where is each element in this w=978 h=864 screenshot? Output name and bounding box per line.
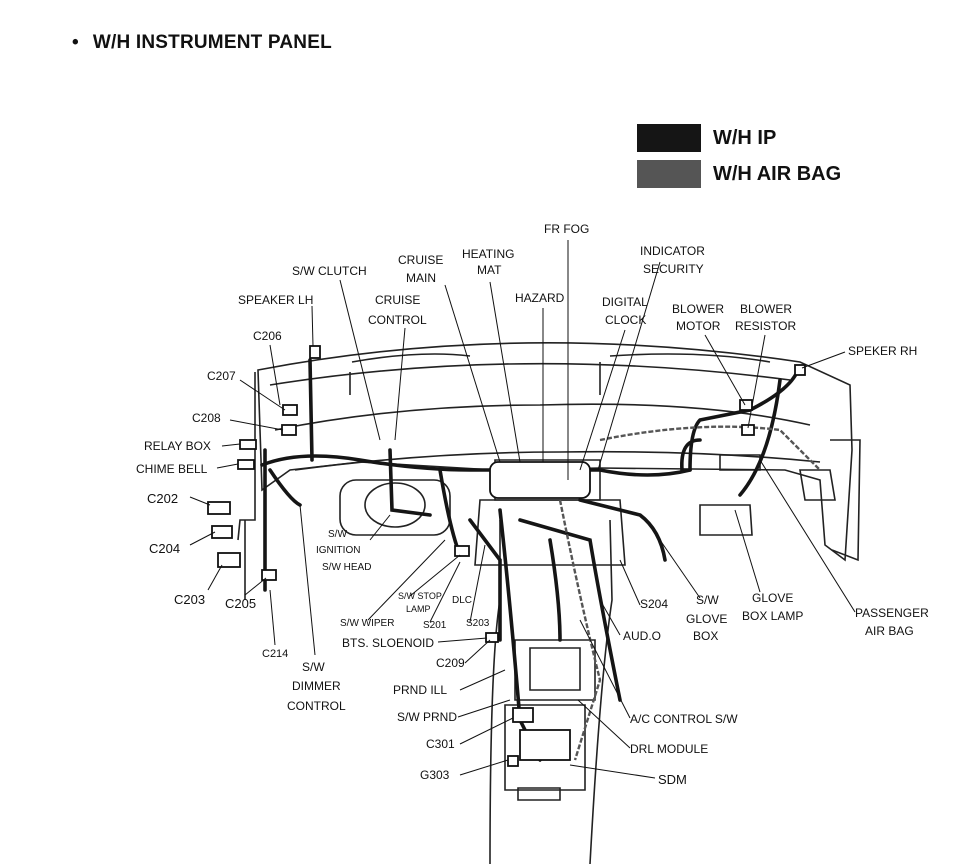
label-prnd-ill: PRND ILL [393, 683, 447, 697]
label-sw-clutch: S/W CLUTCH [292, 264, 367, 278]
connector-c207 [282, 404, 298, 416]
wh-air-bag-harness [558, 425, 821, 761]
label-fr-fog: FR FOG [544, 222, 589, 236]
label-blower-motor-2: MOTOR [676, 319, 721, 333]
label-passenger-2: AIR BAG [865, 624, 914, 638]
connector-speaker-rh [794, 364, 806, 376]
legend-item-wh-ip: W/H IP [637, 123, 776, 153]
label-glove-lamp-2: BOX LAMP [742, 609, 803, 623]
label-relay-box: RELAY BOX [144, 439, 211, 453]
label-cruise-main-1: CRUISE [398, 253, 443, 267]
legend-label-wh-air-bag: W/H AIR BAG [713, 162, 842, 185]
connector-relay-box [239, 439, 257, 450]
label-c301: C301 [426, 737, 455, 751]
label-ac-control: A/C CONTROL S/W [630, 712, 738, 726]
label-blower-resistor-1: BLOWER [740, 302, 792, 316]
label-digital: DIGITAL [602, 295, 648, 309]
connector-c204 [211, 525, 233, 539]
label-sw-stop-1: S/W STOP [398, 591, 442, 601]
label-c203: C203 [174, 592, 205, 607]
label-cruise-main-2: MAIN [406, 271, 436, 285]
label-dlc: DLC [452, 595, 472, 606]
label-clock: CLOCK [605, 313, 646, 327]
connector-speaker-lh [309, 345, 321, 359]
label-blower-resistor-2: RESISTOR [735, 319, 796, 333]
label-c205: C205 [225, 596, 256, 611]
label-sw-dimmer-2: DIMMER [292, 679, 341, 693]
label-c206: C206 [253, 329, 282, 343]
connector-blower-motor [739, 399, 753, 411]
label-s204: S204 [640, 597, 668, 611]
label-c214: C214 [262, 648, 288, 660]
label-hazard: HAZARD [515, 291, 565, 305]
connector-sdm [519, 729, 571, 761]
label-speaker-lh: SPEAKER LH [238, 293, 313, 307]
label-glove-lamp-1: GLOVE [752, 591, 793, 605]
label-audio: AUD.O [623, 629, 661, 643]
title-bullet: • [72, 32, 79, 53]
wh-ip-harness [260, 358, 800, 762]
connector-c202 [207, 501, 231, 515]
label-sw-dimmer-1: S/W [302, 660, 325, 674]
label-sw-head: S/W HEAD [322, 562, 371, 573]
connector-stop-lamp [454, 545, 470, 557]
label-s201: S201 [423, 620, 447, 631]
label-c204: C204 [149, 541, 180, 556]
connector-c301 [512, 707, 534, 723]
label-sw-stop-2: LAMP [406, 604, 431, 614]
label-c208: C208 [192, 411, 221, 425]
legend-swatch-wh-air-bag [637, 160, 701, 188]
label-indicator: INDICATOR [640, 244, 705, 258]
label-speker-rh: SPEKER RH [848, 344, 917, 358]
label-passenger-1: PASSENGER [855, 606, 929, 620]
connector-c208 [281, 424, 297, 436]
label-cruise-control-2: CONTROL [368, 313, 427, 327]
connector-c203 [217, 552, 241, 568]
label-heating: HEATING [462, 247, 514, 261]
label-sw-glove-1: S/W [696, 593, 719, 607]
label-s203: S203 [466, 618, 490, 629]
connector-block-center [489, 461, 591, 499]
label-c202: C202 [147, 491, 178, 506]
label-mat: MAT [477, 263, 502, 277]
connector-c209 [485, 632, 499, 643]
label-security: SECURITY [643, 262, 704, 276]
labels: FR FOG INDICATOR SECURITY HEATING MAT CR… [136, 222, 929, 787]
label-c209: C209 [436, 656, 465, 670]
page-title: • W/H INSTRUMENT PANEL [72, 32, 332, 54]
label-sw-glove-3: BOX [693, 629, 718, 643]
label-sw-dimmer-3: CONTROL [287, 699, 346, 713]
label-bts-solenoid: BTS. SLOENOID [342, 636, 434, 650]
label-c207: C207 [207, 369, 236, 383]
label-sw-glove-2: GLOVE [686, 612, 727, 626]
label-chime-bell: CHIME BELL [136, 462, 208, 476]
leader-lines [189, 240, 856, 779]
title-text: W/H INSTRUMENT PANEL [92, 32, 332, 53]
legend-swatch-wh-ip [637, 124, 701, 152]
label-sw-wiper: S/W WIPER [340, 618, 394, 629]
label-drl-module: DRL MODULE [630, 742, 708, 756]
connector-c205 [261, 569, 277, 581]
label-sw-prnd: S/W PRND [397, 710, 457, 724]
label-blower-motor-1: BLOWER [672, 302, 724, 316]
connector-blower-resistor [741, 424, 755, 436]
connector-chime-bell [237, 459, 255, 470]
label-cruise-control-1: CRUISE [375, 293, 420, 307]
legend-label-wh-ip: W/H IP [713, 126, 777, 149]
label-g303: G303 [420, 768, 450, 782]
connectors [207, 345, 806, 767]
label-sdm: SDM [658, 772, 687, 787]
label-sw-ignition-1: S/W [328, 529, 347, 540]
legend-item-wh-air-bag: W/H AIR BAG [637, 159, 841, 189]
connector-g303 [507, 755, 519, 767]
label-sw-ignition-2: IGNITION [316, 545, 360, 556]
